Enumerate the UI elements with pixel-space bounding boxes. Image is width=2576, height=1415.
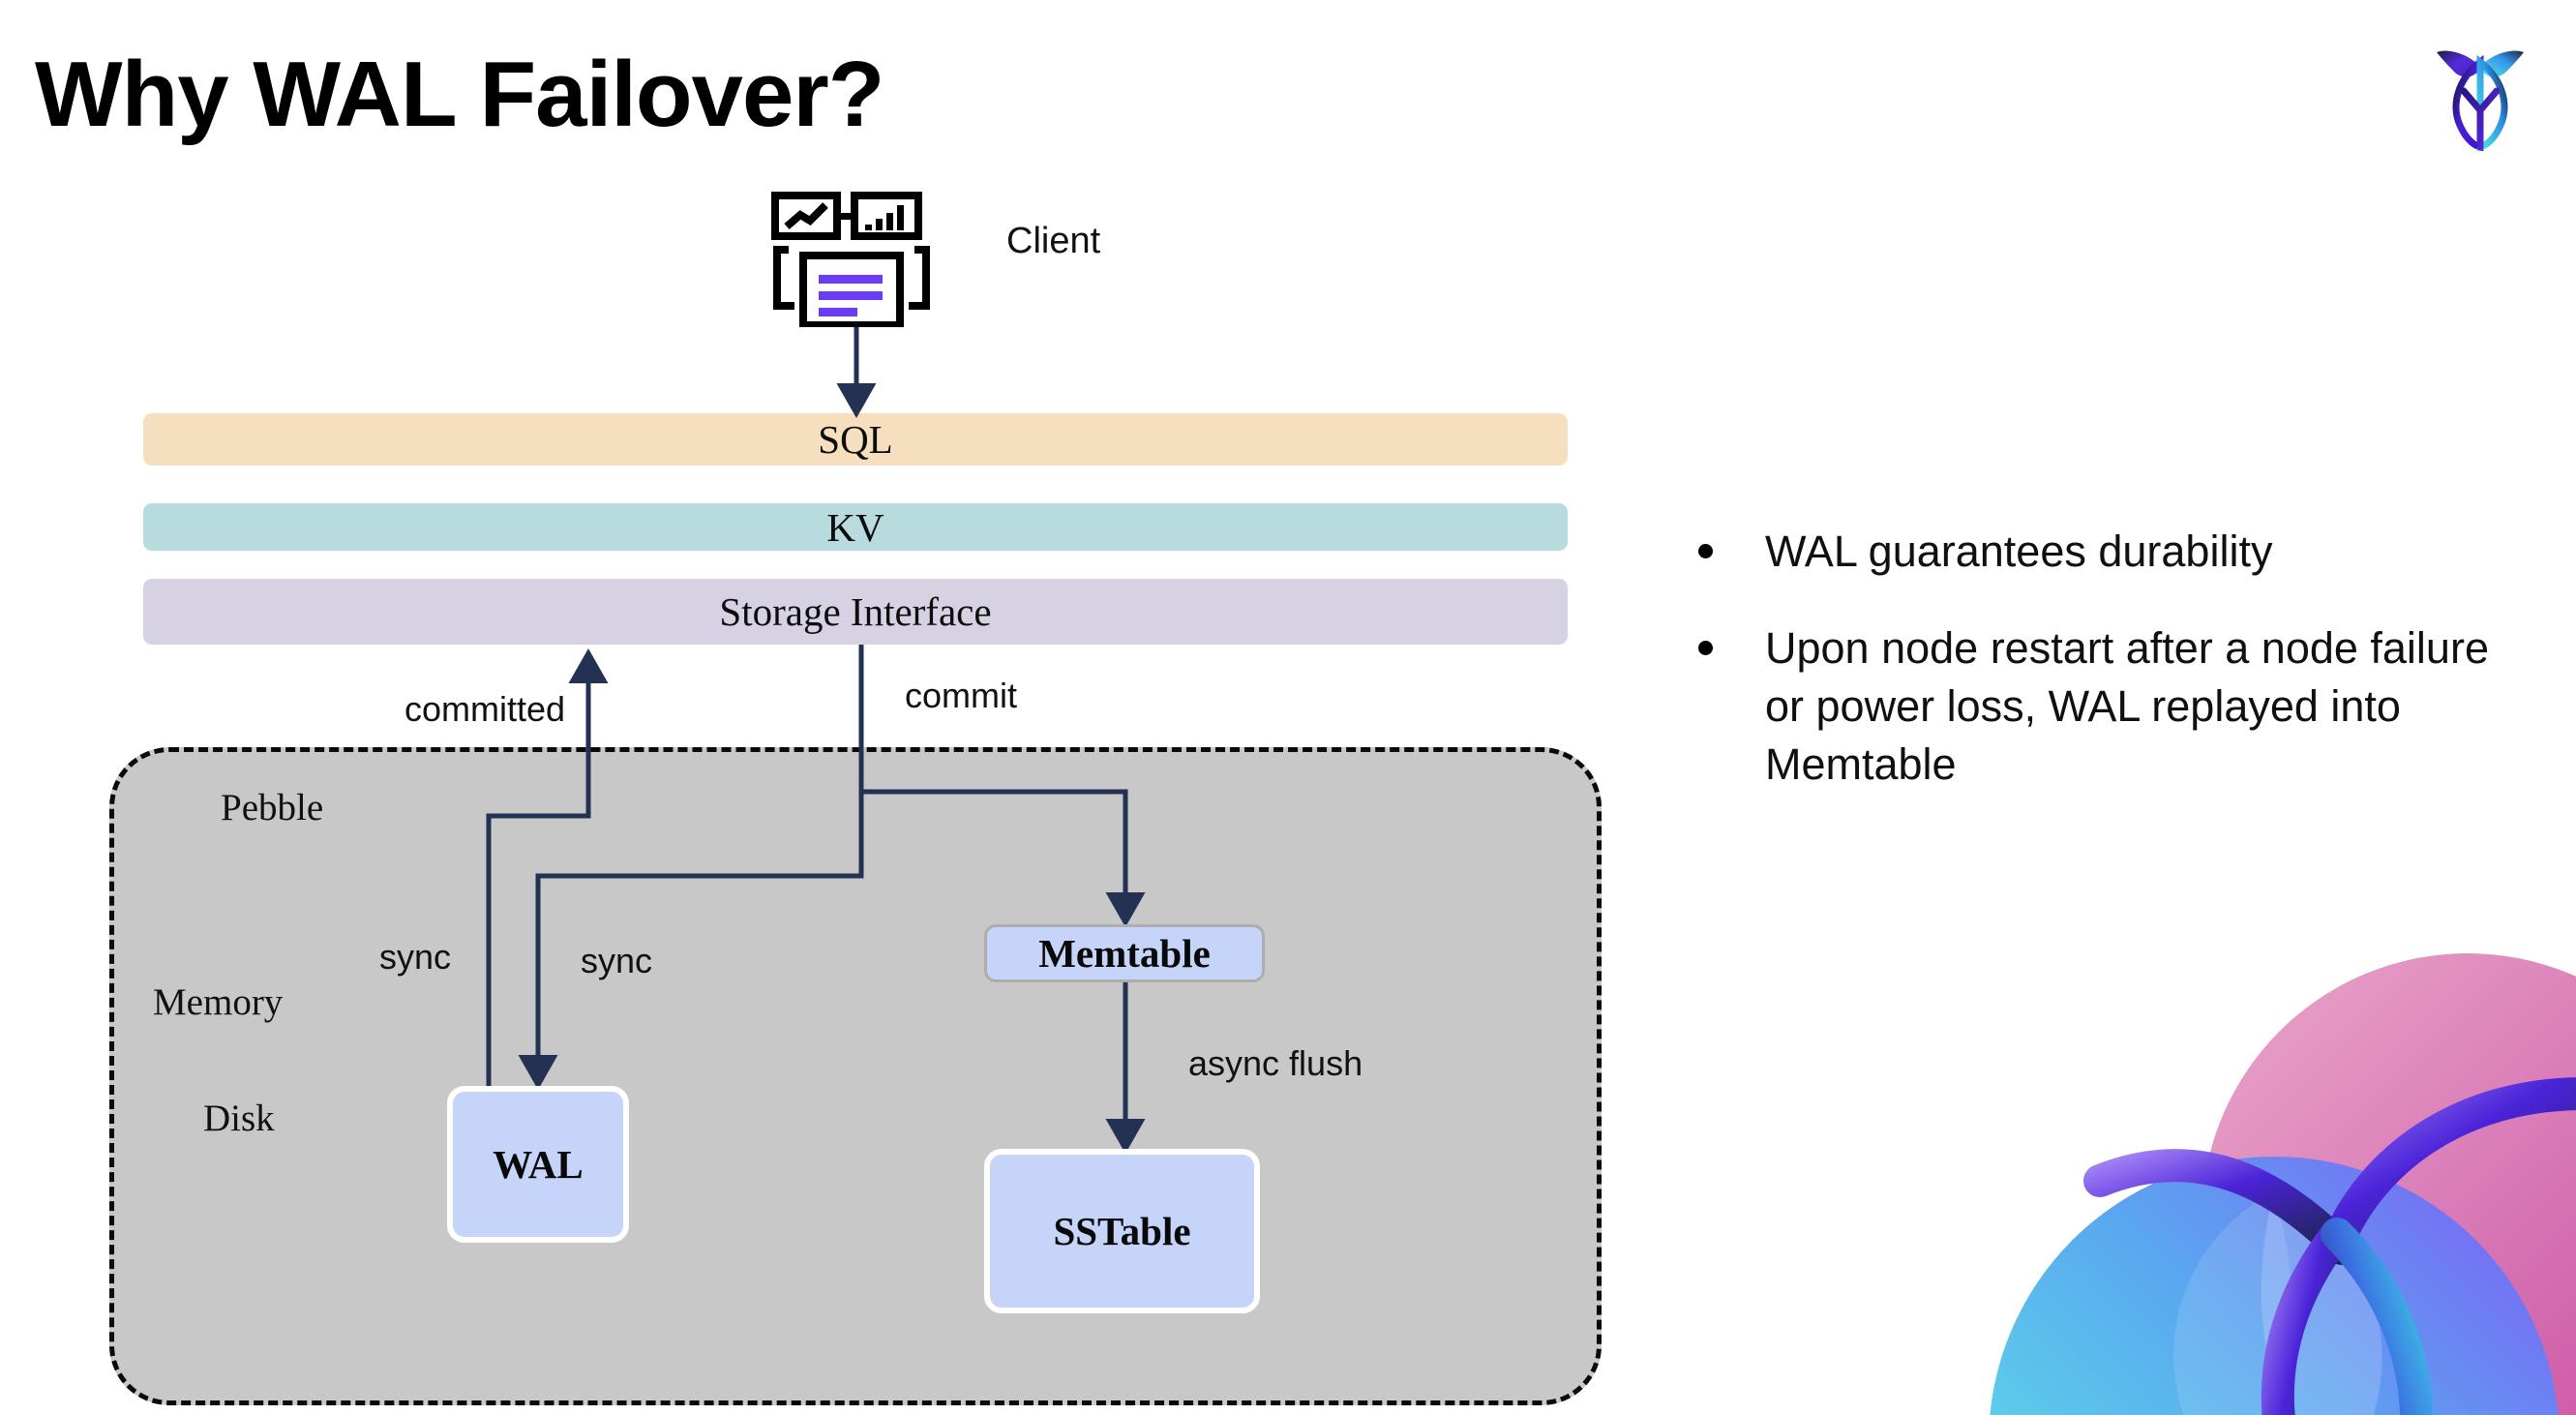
edge-label-async-flush: async flush bbox=[1188, 1043, 1363, 1083]
client-dashboard-icon bbox=[769, 192, 936, 329]
bullet-dot-icon bbox=[1698, 544, 1713, 558]
node-memtable: Memtable bbox=[984, 924, 1265, 982]
bullet-text: WAL guarantees durability bbox=[1765, 527, 2273, 576]
bullet-dot-icon bbox=[1698, 640, 1713, 655]
bullet-list: WAL guarantees durability Upon node rest… bbox=[1698, 523, 2511, 831]
node-label-wal: WAL bbox=[493, 1142, 584, 1187]
edge-label-commit: commit bbox=[905, 676, 1017, 715]
layer-bar-sql: SQL bbox=[143, 413, 1568, 466]
bullet-text: Upon node restart after a node failure o… bbox=[1765, 622, 2489, 789]
edge-label-committed: committed bbox=[404, 689, 566, 729]
node-label-memtable: Memtable bbox=[1038, 931, 1211, 976]
layer-label-storage: Storage Interface bbox=[719, 589, 992, 634]
list-item: WAL guarantees durability bbox=[1698, 523, 2511, 581]
decorative-logo-graphic bbox=[1955, 900, 2576, 1415]
edge-label-sync-right: sync bbox=[581, 941, 653, 980]
node-sstable: SSTable bbox=[984, 1149, 1260, 1313]
pebble-label: Pebble bbox=[221, 787, 324, 828]
page-title: Why WAL Failover? bbox=[35, 43, 884, 146]
memory-label: Memory bbox=[153, 981, 284, 1023]
list-item: Upon node restart after a node failure o… bbox=[1698, 619, 2511, 794]
disk-label: Disk bbox=[203, 1098, 275, 1139]
cockroachdb-logo-icon bbox=[2417, 25, 2543, 152]
node-wal: WAL bbox=[447, 1086, 629, 1243]
layer-bar-kv: KV bbox=[143, 503, 1568, 551]
node-label-sstable: SSTable bbox=[1053, 1209, 1191, 1253]
edge-label-sync-left: sync bbox=[379, 937, 452, 977]
layer-bar-storage: Storage Interface bbox=[143, 579, 1568, 645]
client-label: Client bbox=[1006, 221, 1101, 261]
layer-label-sql: SQL bbox=[818, 417, 893, 462]
layer-label-kv: KV bbox=[826, 504, 884, 550]
pebble-container bbox=[109, 747, 1602, 1405]
